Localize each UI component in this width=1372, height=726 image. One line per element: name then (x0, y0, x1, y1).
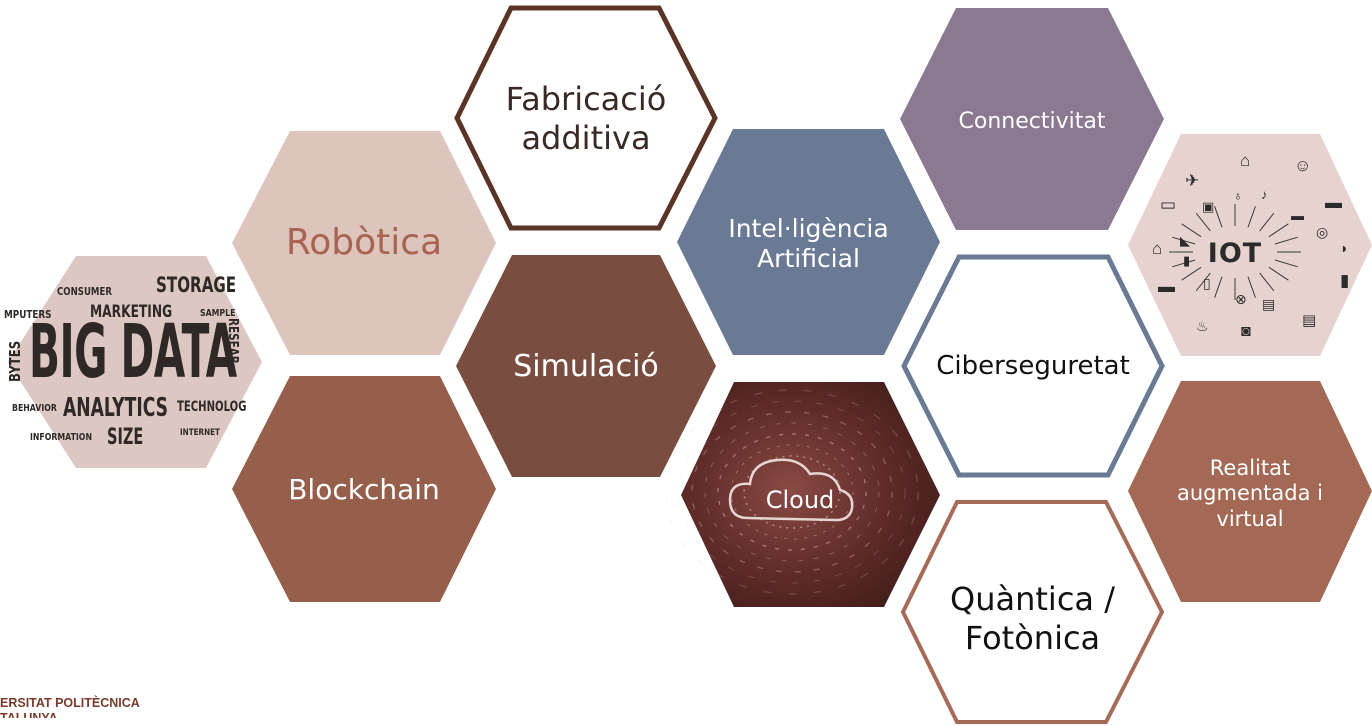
iot-connector-line (1247, 276, 1256, 298)
logo-line-2: TALUNYA (0, 711, 58, 718)
car-icon: ◗ (1340, 240, 1349, 256)
house-icon: ⌂ (1152, 239, 1163, 258)
vr-headset-icon: ☺ (1294, 156, 1312, 175)
iot-connector-line (1214, 276, 1223, 298)
satellite-icon: ✈ (1185, 171, 1200, 190)
iot-connector-line (1268, 266, 1289, 281)
word-consumer: CONSUMER (57, 285, 112, 298)
bulb-icon: ♁ (1233, 188, 1243, 203)
word-analytics: ANALYTICS (63, 393, 168, 423)
globe-icon: ◎ (1316, 224, 1329, 240)
word-research: RESEAR (225, 318, 240, 364)
cloud-glow-ring (665, 389, 919, 595)
iot-label: IOT (1207, 237, 1263, 269)
hex-quantica (900, 500, 1165, 724)
iot-connector-line (1259, 212, 1275, 232)
hex-iot (1128, 134, 1372, 356)
hex-connectivitat (900, 8, 1164, 230)
iot-connector-line (1181, 266, 1202, 281)
fridge-icon: ▮ (1340, 271, 1350, 290)
word-behavior: BEHAVIOR (12, 403, 57, 414)
iot-connector-line (1214, 206, 1223, 228)
hex-simulacio (456, 255, 716, 477)
hex-fabricacio (454, 5, 718, 231)
router-icon: ▬ (1291, 208, 1304, 223)
iot-connector-line (1247, 206, 1256, 228)
tv-icon: ▬ (1158, 277, 1175, 296)
word-size: SIZE (107, 425, 144, 450)
cloud-glow-ring (704, 422, 880, 562)
word-computers: MPUTERS (4, 308, 52, 321)
iot-connector-line (1195, 272, 1211, 292)
hex-cloud (665, 382, 940, 607)
university-logo-text: ERSITAT POLITÈCNICA TALUNYA (0, 696, 140, 718)
washer-icon: ◙ (1241, 323, 1251, 340)
gamepad-icon: ⊗ (1235, 291, 1247, 307)
cloud-glow-ring (691, 411, 893, 573)
iot-connector-line (1259, 272, 1275, 292)
mic-icon: ♪ (1261, 187, 1268, 202)
cloud-glow-ring (717, 433, 867, 551)
cloud-icon (728, 458, 854, 522)
word-information: INFORMATION (30, 432, 92, 443)
word-big-data: BIG DATA (29, 309, 237, 395)
cloud-glow-ring (678, 400, 906, 584)
hex-bigdata (8, 256, 262, 468)
hex-blockchain (232, 376, 496, 602)
chip-icon: ▣ (1202, 199, 1215, 214)
hex-robotica (232, 131, 496, 355)
iot-connector-line (1274, 236, 1298, 245)
cctv-icon: ◣ (1180, 233, 1190, 248)
coffee-icon: ♨ (1196, 318, 1209, 334)
iot-connector-line (1195, 212, 1211, 232)
cloud-glow-ring (743, 455, 841, 529)
battery-icon: ▮ (1183, 253, 1191, 268)
phone-icon: ▯ (1203, 275, 1211, 291)
hex-realitat (1128, 381, 1372, 602)
iot-connector-line (1274, 259, 1298, 268)
word-technology: TECHNOLOG (177, 399, 247, 415)
word-sample: SAMPLE (200, 308, 236, 319)
microwave-icon: ▤ (1262, 296, 1276, 312)
hex-ciberseguretat (901, 254, 1165, 478)
word-marketing: MARKETING (90, 302, 173, 322)
iot-connector-line (1172, 259, 1196, 268)
hex-ia (677, 129, 940, 355)
logo-line-1: ERSITAT POLITÈCNICA (0, 696, 140, 710)
iot-connector-line (1181, 223, 1202, 238)
iot-connector-line (1172, 236, 1196, 245)
word-bytes: BYTES (6, 340, 24, 382)
iot-center: IOT (1200, 237, 1270, 269)
iot-connector-line (1268, 223, 1289, 238)
store-icon: ⌂ (1240, 151, 1251, 170)
oven-icon: ▤ (1302, 312, 1317, 329)
word-internet: INTERNET (180, 428, 220, 438)
laptop-icon: ▭ (1160, 195, 1177, 214)
printer-icon: ▬ (1325, 193, 1342, 212)
word-storage: STORAGE (156, 273, 237, 297)
